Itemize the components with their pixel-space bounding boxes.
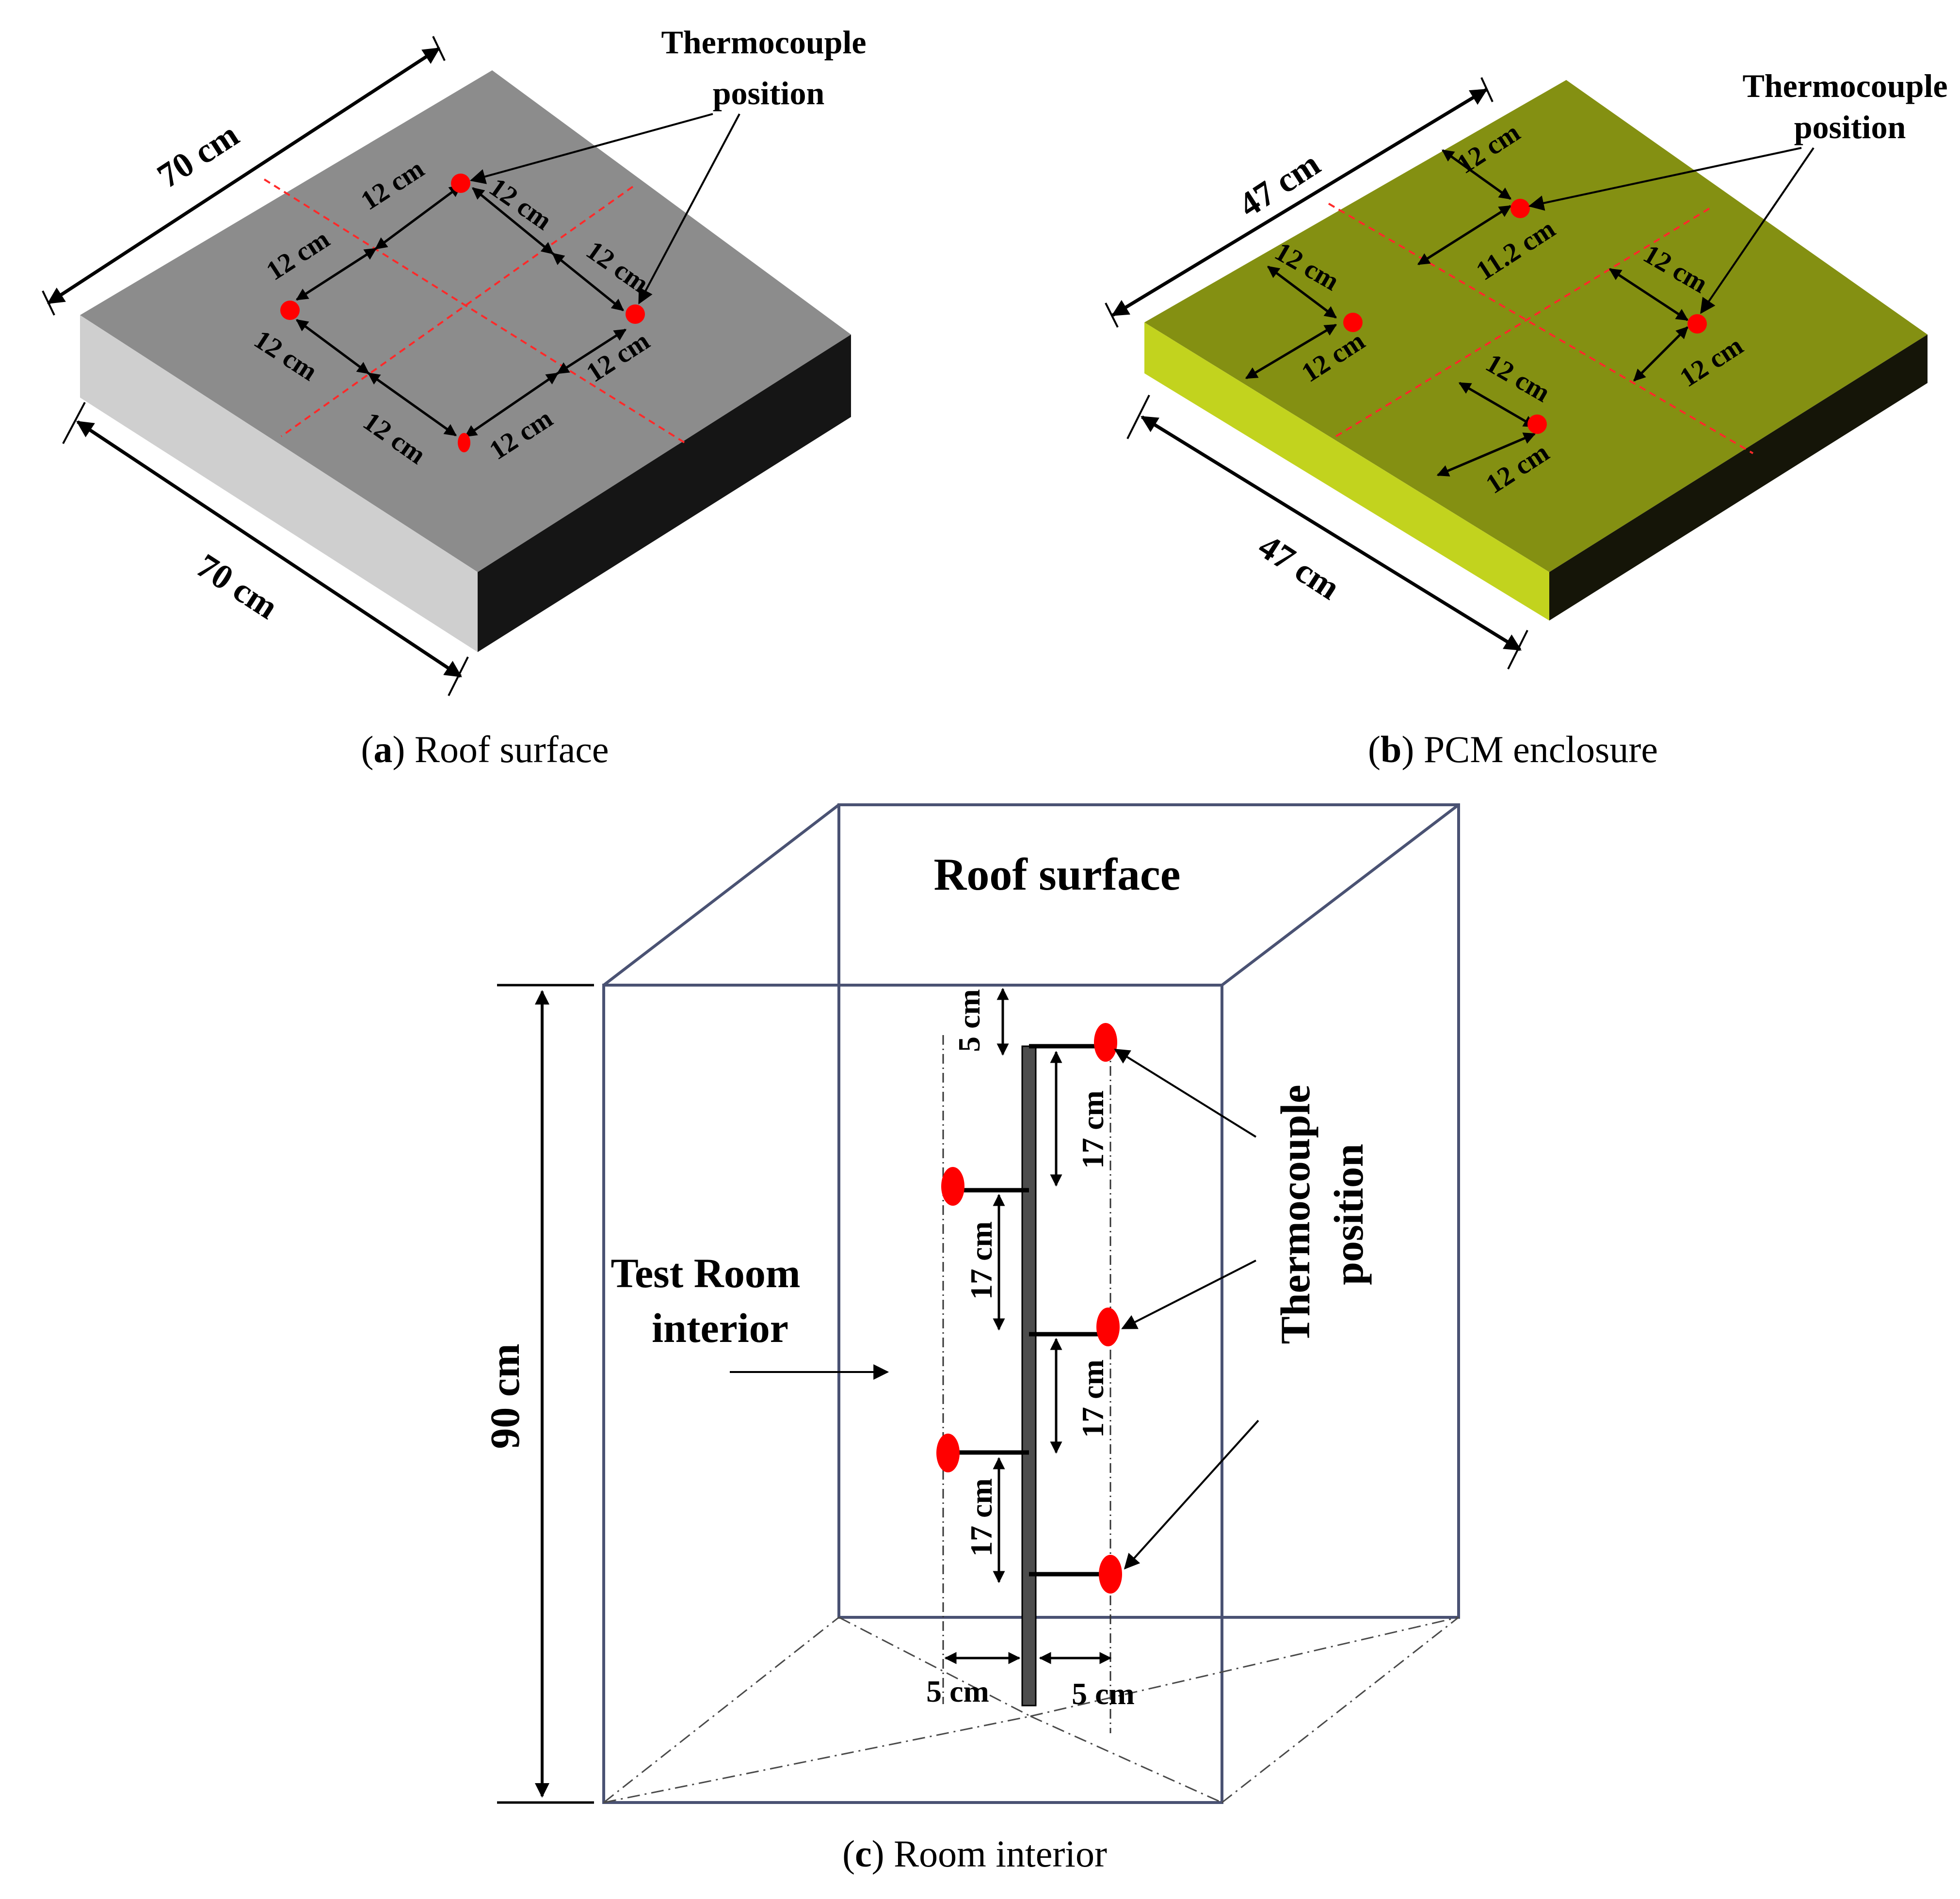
spacing-labels: 5 cm 17 cm 17 cm 17 cm 17 cm 5 cm 5 cm [926, 989, 1135, 1711]
thermocouple-marker [280, 301, 300, 320]
slab-right-face [478, 335, 851, 652]
callout-title: position [713, 75, 825, 112]
dimension-label-top: 47 cm [1232, 144, 1327, 224]
roof-surface-label: Roof surface [933, 849, 1180, 900]
offset-label-top: 5 cm [952, 989, 986, 1052]
dimension-label-bottom: 70 cm [190, 546, 285, 626]
callout-c: Thermocouple position [1114, 1049, 1372, 1570]
room-label-line: Test Room [611, 1250, 801, 1296]
room-box [602, 803, 1460, 1804]
spacing-label: 17 cm [1076, 1090, 1110, 1169]
sensor-guides [942, 1035, 1111, 1733]
room-floor-diagonals [603, 1616, 1459, 1803]
thermocouple-marker [626, 304, 645, 324]
thermocouple-marker [1096, 1308, 1120, 1346]
thermocouple-marker [1510, 199, 1530, 218]
thermocouple-marker [1094, 1023, 1117, 1062]
callout-title: position [1325, 1144, 1372, 1285]
thermocouple-markers [936, 1023, 1122, 1594]
thermocouple-marker [458, 433, 470, 452]
slab-top-face [80, 70, 851, 572]
sensor-arms [953, 1044, 1103, 1577]
thermocouple-marker [936, 1434, 960, 1472]
callout-a: Thermocouple position [469, 24, 867, 304]
spacing-label: 17 cm [964, 1478, 998, 1557]
thermocouple-marker [1343, 313, 1363, 332]
thermocouple-marker [1527, 415, 1547, 434]
spacing-label: 17 cm [964, 1221, 998, 1300]
thermocouple-markers [280, 174, 645, 452]
callout-title: Thermocouple [1742, 67, 1947, 104]
thermocouple-marker [1687, 314, 1707, 334]
panel-b-pcm-enclosure: 12 cm 11.2 cm 12 cm 12 cm 12 cm 12 cm 12… [1105, 67, 1948, 770]
thermocouple-marker [941, 1167, 964, 1206]
caption-a: (a) Roof surface [361, 728, 609, 770]
offset-label-right: 5 cm [1072, 1676, 1135, 1711]
sensor-pole [1021, 1045, 1037, 1707]
panel-c-room-interior: Roof surface 90 cm Test Room interior [482, 803, 1460, 1875]
room-label-line: interior [652, 1305, 788, 1351]
thermocouple-markers [1343, 199, 1707, 434]
height-label: 90 cm [482, 1343, 528, 1449]
panel-a-roof-surface: 12 cm 12 cm 12 cm 12 cm 12 cm 12 cm 12 c… [42, 24, 867, 770]
thermocouple-marker [451, 174, 470, 193]
height-dimension: 90 cm [482, 984, 594, 1804]
callout-b: Thermocouple position [1528, 67, 1948, 314]
dimension-label-bottom: 47 cm [1252, 527, 1347, 607]
room-label: Test Room interior [611, 1250, 889, 1380]
spacing-label: 17 cm [1076, 1359, 1110, 1438]
offset-label-left: 5 cm [926, 1674, 989, 1708]
caption-b: (b) PCM enclosure [1368, 728, 1658, 770]
thermocouple-marker [1099, 1555, 1122, 1594]
slab-top-face [1144, 80, 1928, 572]
spacing-arrows [944, 988, 1112, 1664]
caption-c: (c) Room interior [842, 1833, 1107, 1875]
callout-title: position [1794, 109, 1906, 145]
callout-title: Thermocouple [1272, 1085, 1318, 1344]
slab-right-face [1549, 335, 1928, 621]
callout-title: Thermocouple [661, 24, 866, 61]
